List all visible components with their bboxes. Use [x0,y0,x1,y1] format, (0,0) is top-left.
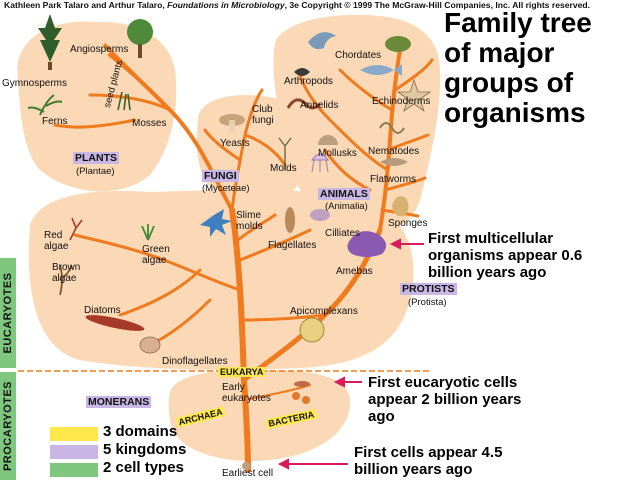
diatom-icon [85,315,145,331]
bacteria-icon [292,392,300,400]
label-dinoflagellates: Dinoflagellates [162,356,228,367]
flagellate-icon [285,207,295,233]
event-multicellular: First multicellular organisms appear 0.6… [428,230,583,281]
kingdom-protists: PROTISTS [400,283,457,295]
fern-icon [27,94,63,116]
slime-mold-icon [200,209,232,237]
nematode-icon [379,122,405,134]
domain-eukarya: EUKARYA [218,367,266,377]
label-amebas: Amebas [336,266,373,277]
label-arthropods: Arthropods [284,76,333,87]
ciliate-icon [310,209,330,221]
snail-icon [318,134,339,145]
plants-region [17,21,177,192]
sponge-icon [392,196,409,217]
legend-swatch [50,427,98,441]
moss-icon [117,91,131,111]
label-earliest-cell: Earliest cell [222,468,274,479]
label-green-algae: Green algae [142,244,170,266]
label-flatworms: Flatworms [370,174,417,185]
mold-icon [278,137,292,170]
dinoflagellate-icon [139,336,161,354]
label-echinoderms: Echinoderms [372,96,431,107]
label-gymnosperms: Gymnosperms [2,78,68,89]
legend-label: 3 domains [103,423,178,440]
label-annelids: Annelids [300,100,339,111]
fish-icon [360,64,402,76]
label-nematodes: Nematodes [368,146,420,157]
tree-icon [127,19,153,45]
kingdom-animals: ANIMALS [318,188,370,200]
label-red-algae: Red algae [44,230,69,252]
green-algae-icon [141,224,155,241]
procaryote-region [168,369,351,461]
apicomplexan-icon [299,317,325,343]
copyright-credit: Kathleen Park Talaro and Arthur Talaro, … [4,0,591,10]
worm-icon [286,98,322,110]
kingdom-animals-sub: (Animalia) [325,201,368,212]
legend-label: 5 kingdoms [103,441,187,458]
timeline-arrows [277,238,424,470]
label-sponges: Sponges [388,218,428,229]
kingdom-protists-sub: (Protista) [408,297,447,308]
celltype-procaryotes: PROCARYOTES [0,372,16,480]
label-yeasts: Yeasts [220,138,250,149]
event-first-cells: First cells appear 4.5 billion years ago [354,444,503,478]
label-apicomplexans: Apicomplexans [290,306,358,317]
event-eucaryotic: First eucaryotic cells appear 2 billion … [368,374,522,425]
frog-icon [385,36,411,52]
kingdom-plants: PLANTS [73,152,119,164]
label-cilliates: Cilliates [325,228,361,239]
label-early-eukaryotes: Early eukaryotes [222,382,271,404]
label-molds: Molds [270,163,297,174]
legend-swatch [50,463,98,477]
label-slime-molds: Slime molds [236,210,263,232]
bird-icon [308,32,336,50]
conifer-icon [38,14,62,62]
insect-icon [294,68,310,76]
label-ferns: Ferns [42,116,68,127]
label-chordates: Chordates [335,50,382,61]
brown-algae-icon [59,264,73,296]
kingdom-monerans: MONERANS [86,396,152,408]
label-angiosperms: Angiosperms [70,44,129,55]
organism-sketches [27,14,432,470]
flatworm-icon [380,158,408,166]
red-algae-icon [69,217,83,241]
kingdom-plants-sub: (Plantae) [76,166,115,177]
ameba-icon [347,231,387,257]
label-mosses: Mosses [132,118,167,129]
label-brown-algae: Brown algae [52,262,81,284]
earliest-cell-icon [242,462,250,470]
diagram-title: Family tree of major groups of organisms [444,7,592,128]
celltype-eucaryotes: EUCARYOTES [0,258,16,368]
legend-label: 2 cell types [103,459,184,476]
jellyfish-icon [311,153,329,173]
label-club-fungi: Club fungi [252,104,274,126]
label-flagellates: Flagellates [268,240,317,251]
legend-swatch [50,445,98,459]
label-diatoms: Diatoms [84,305,121,316]
label-mollusks: Mollusks [318,148,357,159]
kingdom-fungi-sub: (Myceteae) [202,183,250,194]
starfish-icon [396,78,432,113]
kingdom-fungi: FUNGI [202,170,239,182]
